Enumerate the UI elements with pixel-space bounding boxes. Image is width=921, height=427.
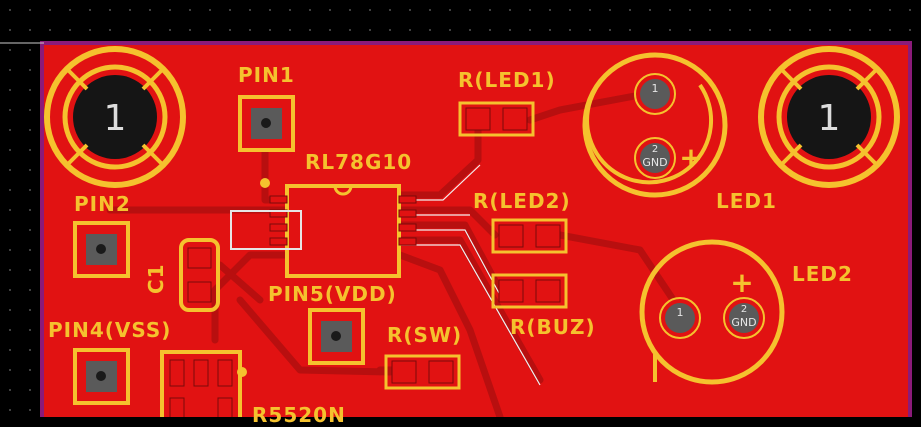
led1-label: LED1 bbox=[716, 189, 777, 213]
led2-pin1-number: 1 bbox=[677, 306, 684, 319]
led1-pin2-number: 2 bbox=[652, 144, 658, 155]
r-led2-label: R(LED2) bbox=[473, 189, 571, 213]
pin1-pad[interactable] bbox=[238, 95, 295, 152]
pin1-marker-dot bbox=[260, 178, 270, 188]
led2-label: LED2 bbox=[792, 262, 853, 286]
c1-capacitor[interactable] bbox=[179, 238, 220, 312]
mounting-hole-right[interactable]: 1 bbox=[758, 46, 900, 188]
r-sw-label: R(SW) bbox=[387, 323, 463, 347]
pin4-pad[interactable] bbox=[73, 348, 130, 405]
mount-right-number: 1 bbox=[818, 98, 841, 139]
pin5-label: PIN5(VDD) bbox=[268, 282, 397, 306]
selection-box[interactable] bbox=[230, 210, 302, 250]
pcb-layout[interactable]: 1 1 bbox=[0, 0, 921, 417]
c1-label: C1 bbox=[144, 263, 168, 294]
led1-plus-marker: + bbox=[679, 141, 702, 174]
pin2-pad[interactable] bbox=[73, 221, 130, 278]
pin1-label: PIN1 bbox=[238, 63, 295, 87]
ic-r5520n[interactable] bbox=[160, 350, 247, 417]
r-sw-resistor[interactable] bbox=[384, 354, 461, 390]
chip-label: RL78G10 bbox=[305, 150, 413, 174]
r-buz-resistor[interactable] bbox=[491, 273, 568, 309]
led2-footprint[interactable]: 1 2 GND + bbox=[639, 239, 785, 385]
ic-rl78g10[interactable] bbox=[260, 178, 417, 278]
led2-pin2-gnd: GND bbox=[731, 316, 756, 329]
led2-pin2-number: 2 bbox=[741, 304, 747, 315]
led2-plus-marker: + bbox=[730, 266, 753, 299]
led1-pin1-number: 1 bbox=[652, 82, 659, 95]
mounting-hole-left[interactable]: 1 bbox=[44, 46, 186, 188]
pin2-label: PIN2 bbox=[74, 192, 131, 216]
r-led1-resistor[interactable] bbox=[458, 101, 535, 137]
r5520n-label: R5520N bbox=[252, 403, 346, 427]
mount-left-number: 1 bbox=[104, 98, 127, 139]
pin5-pad[interactable] bbox=[308, 308, 365, 365]
r-led1-label: R(LED1) bbox=[458, 68, 556, 92]
led1-pin2-gnd: GND bbox=[642, 156, 667, 169]
pin4-label: PIN4(VSS) bbox=[48, 318, 172, 342]
r-buz-label: R(BUZ) bbox=[510, 315, 596, 339]
r-led2-resistor[interactable] bbox=[491, 218, 568, 254]
led1-footprint[interactable]: 1 2 GND + bbox=[582, 52, 728, 198]
